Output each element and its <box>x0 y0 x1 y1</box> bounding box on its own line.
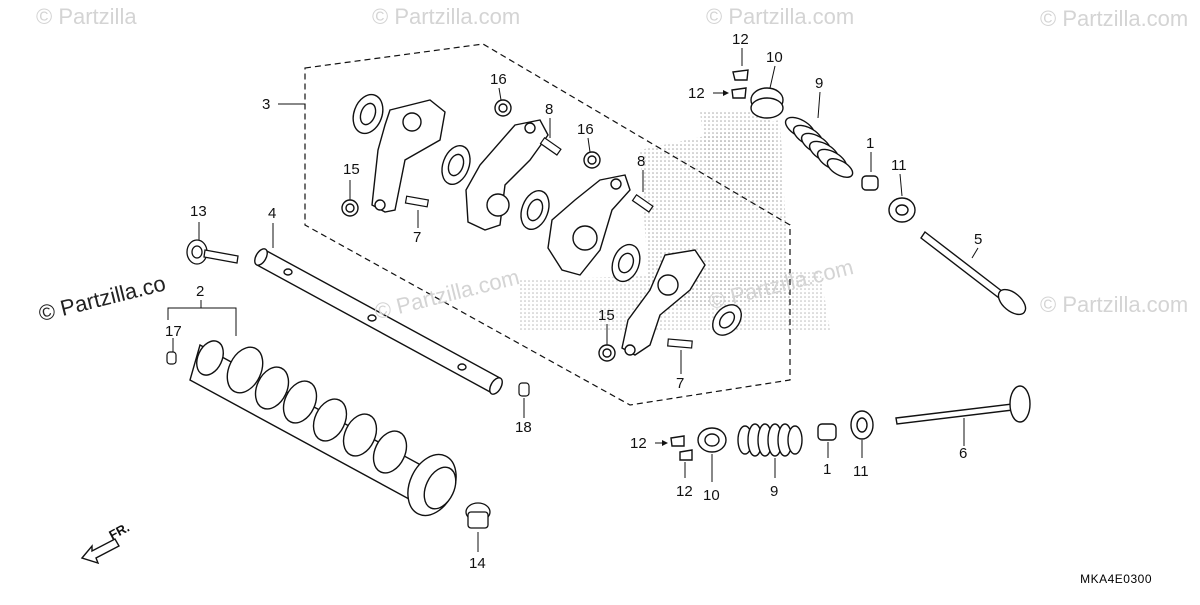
callout-10: 10 <box>703 487 720 504</box>
callout-16: 16 <box>490 71 507 88</box>
rocker-arm-1 <box>371 99 446 213</box>
valve-set-upper <box>731 69 1027 316</box>
callout-9: 9 <box>770 483 778 500</box>
rocker-arm-2 <box>465 119 549 231</box>
callout-13: 13 <box>190 203 207 220</box>
watermark: © Partzilla.com <box>372 4 521 29</box>
rocker-arm-3 <box>547 174 631 276</box>
callout-4: 4 <box>268 205 276 222</box>
callout-15: 15 <box>598 307 615 324</box>
callout-5: 5 <box>974 231 982 248</box>
callout-12: 12 <box>732 31 749 48</box>
callout-2: 2 <box>196 283 204 300</box>
plug-14 <box>465 502 491 529</box>
dowel-pins <box>166 351 530 397</box>
watermark: © Partzilla.com <box>706 4 855 29</box>
callout-10: 10 <box>766 49 783 66</box>
callout-17: 17 <box>165 323 182 340</box>
leader-lines <box>167 48 979 552</box>
callout-8: 8 <box>637 153 645 170</box>
callout-14: 14 <box>469 555 486 572</box>
watermark: © Partzilla.com <box>1040 292 1189 317</box>
callout-9: 9 <box>815 75 823 92</box>
adjusting-screws <box>404 136 693 349</box>
rocker-arm-group-outline <box>304 43 791 406</box>
lock-nuts <box>341 99 616 362</box>
bolt-13 <box>186 239 239 265</box>
callout-18: 18 <box>515 419 532 436</box>
watermark: © Partzilla.com <box>1040 6 1189 31</box>
callout-7: 7 <box>676 375 684 392</box>
callout-12: 12 <box>676 483 693 500</box>
callouts: 3 4 2 17 13 15 16 8 16 8 7 15 7 18 14 12… <box>165 31 982 572</box>
callout-3: 3 <box>262 96 270 113</box>
washers <box>352 93 742 336</box>
front-label: FR. <box>106 520 132 543</box>
rocker-arm-4 <box>621 249 706 356</box>
valve-spring-upper <box>784 116 854 178</box>
diagram-code: MKA4E0300 <box>1080 572 1152 586</box>
callout-7: 7 <box>413 229 421 246</box>
camshaft <box>189 340 457 517</box>
callout-11: 11 <box>891 157 907 174</box>
callout-1: 1 <box>866 135 874 152</box>
callout-16: 16 <box>577 121 594 138</box>
callout-6: 6 <box>959 445 967 462</box>
callout-1: 1 <box>823 461 831 478</box>
callout-12: 12 <box>630 435 647 452</box>
rocker-shaft <box>254 248 503 395</box>
valve-spring-lower <box>737 423 803 457</box>
callout-11: 11 <box>853 463 869 480</box>
front-direction-arrow: FR. <box>80 520 132 565</box>
valve-set-lower <box>670 385 1031 461</box>
callout-15: 15 <box>343 161 360 178</box>
callout-8: 8 <box>545 101 553 118</box>
callout-12: 12 <box>688 85 705 102</box>
watermark: © Partzilla <box>36 4 137 29</box>
